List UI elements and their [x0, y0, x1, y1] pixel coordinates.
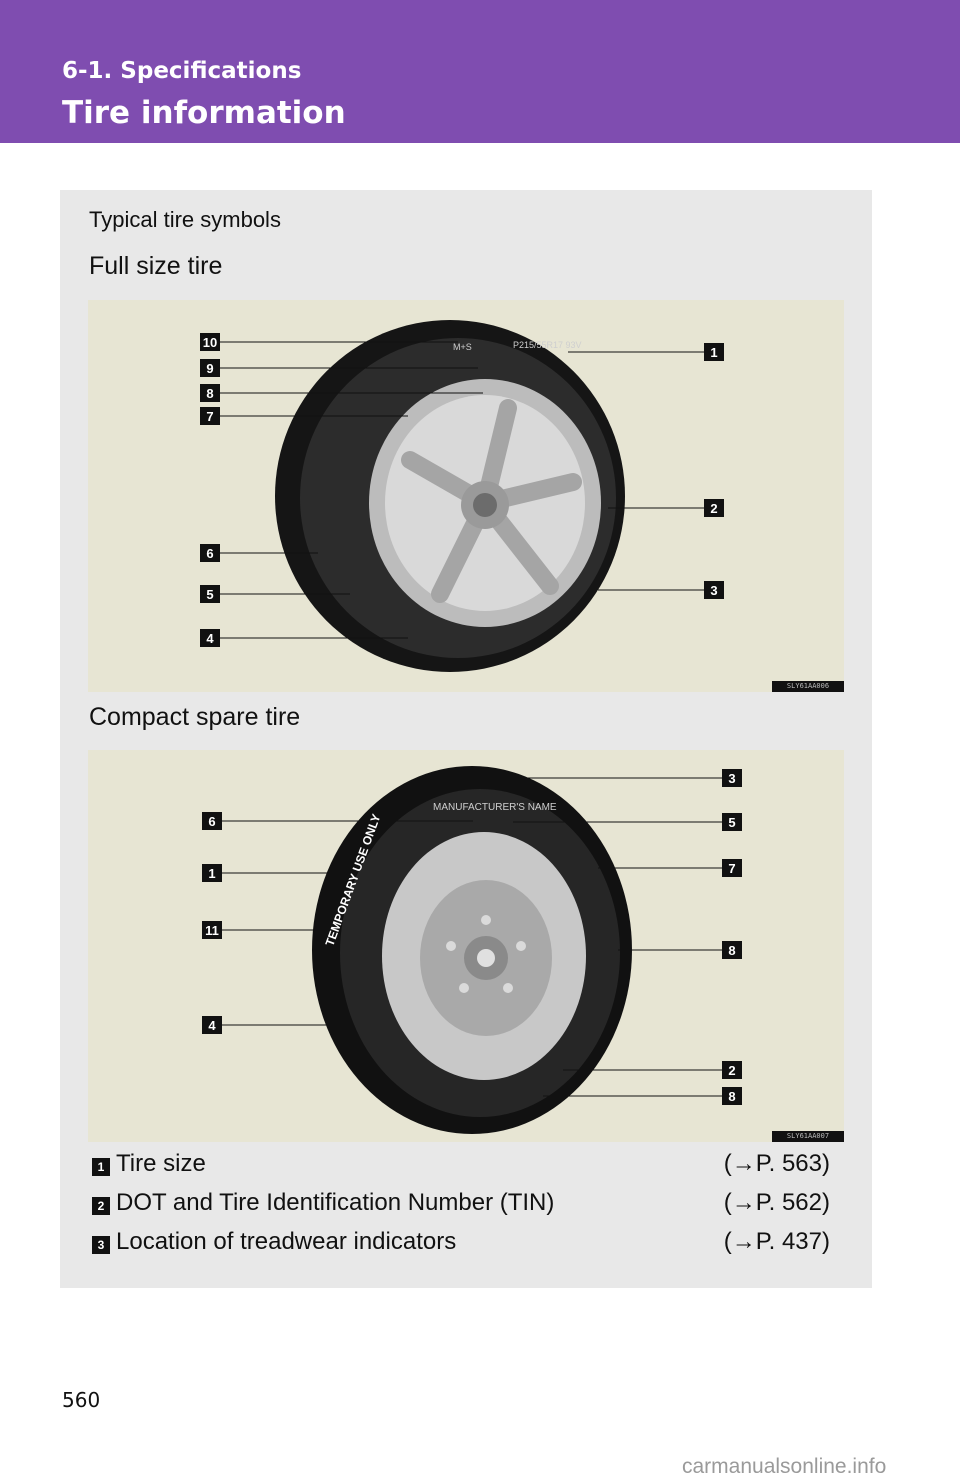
callout-number: 5 — [206, 587, 213, 602]
callout-badge: 8 — [200, 384, 220, 402]
callout-number: 4 — [206, 631, 214, 646]
legend-row: 2 DOT and Tire Identification Number (TI… — [92, 1189, 830, 1223]
page-reference: (→P. 562) — [723, 1189, 830, 1216]
callout-number: 1 — [208, 866, 215, 881]
callout-number: 10 — [203, 335, 217, 350]
page-reference: (→P. 563) — [723, 1150, 830, 1177]
callout-number: 7 — [728, 861, 735, 876]
compact-spare-heading: Compact spare tire — [89, 703, 301, 731]
callout-number: 6 — [206, 546, 213, 561]
callout-number: 2 — [728, 1063, 735, 1078]
page-number: 560 — [62, 1388, 101, 1412]
callout-number: 2 — [710, 501, 717, 516]
callout-badge: 4 — [200, 629, 220, 647]
compact-spare-tire-illustration: MANUFACTURER'S NAME TEMPORARY USE ONLY 6… — [88, 750, 844, 1142]
svg-text:MANUFACTURER'S NAME: MANUFACTURER'S NAME — [433, 802, 557, 813]
callout-number: 8 — [728, 943, 735, 958]
compact-spare-tire-drawing: MANUFACTURER'S NAME TEMPORARY USE ONLY 6… — [202, 766, 742, 1134]
callout-badge: 8 — [722, 941, 742, 959]
legend-number: 1 — [92, 1158, 110, 1176]
callout-number: 4 — [208, 1018, 216, 1033]
legend-text: Tire size — [116, 1150, 206, 1177]
callout-badge: 5 — [200, 585, 220, 603]
callout-badge: 1 — [704, 343, 724, 361]
compact-spare-image-code: SLY61AA007 — [772, 1131, 844, 1142]
legend-number: 3 — [92, 1236, 110, 1254]
callout-badge: 3 — [704, 581, 724, 599]
callout-number: 3 — [710, 583, 717, 598]
callout-badge: 10 — [200, 333, 220, 351]
callout-number: 3 — [728, 771, 735, 786]
watermark: carmanualsonline.info — [682, 1455, 887, 1478]
intro-label: Typical tire symbols — [89, 207, 281, 232]
svg-text:M+S: M+S — [453, 342, 472, 352]
callout-badge: 8 — [722, 1087, 742, 1105]
callout-number: 6 — [208, 814, 215, 829]
callout-badge: 7 — [722, 859, 742, 877]
callout-badge: 6 — [202, 812, 222, 830]
callout-number: 8 — [728, 1089, 735, 1104]
legend-number: 2 — [92, 1197, 110, 1215]
callout-number: 11 — [205, 923, 219, 938]
full-size-image-code: SLY61AA006 — [772, 681, 844, 692]
callout-badge: 2 — [704, 499, 724, 517]
legend-row: 3 Location of treadwear indicators (→P. … — [92, 1228, 830, 1262]
page-title: Tire information — [62, 95, 346, 131]
full-size-tire-illustration: M+S P215/55R17 93V 10 9 8 7 6 5 4 1 2 3 SLY61AA00… — [88, 300, 844, 692]
callout-badge: 11 — [202, 921, 222, 939]
callout-number: 1 — [710, 345, 717, 360]
svg-text:P215/55R17 93V: P215/55R17 93V — [513, 340, 582, 350]
callout-number: 9 — [206, 361, 213, 376]
callout-badge: 1 — [202, 864, 222, 882]
full-size-heading: Full size tire — [89, 252, 223, 280]
callout-number: 5 — [728, 815, 735, 830]
legend-row: 1 Tire size (→P. 563) — [92, 1150, 830, 1184]
full-size-tire-drawing: M+S P215/55R17 93V 10 9 8 7 6 5 4 1 2 3 — [200, 320, 724, 672]
callout-number: 8 — [206, 386, 213, 401]
legend-text: Location of treadwear indicators — [116, 1228, 457, 1255]
callout-number: 7 — [206, 409, 213, 424]
callout-badge: 7 — [200, 407, 220, 425]
legend-text: DOT and Tire Identification Number (TIN) — [116, 1189, 555, 1216]
chapter-header: 6-1. Specifications Tire information — [0, 0, 960, 143]
callout-badge: 6 — [200, 544, 220, 562]
callout-badge: 4 — [202, 1016, 222, 1034]
callout-badge: 3 — [722, 769, 742, 787]
page-reference: (→P. 437) — [723, 1228, 830, 1255]
section-label: 6-1. Specifications — [62, 58, 302, 84]
callout-badge: 2 — [722, 1061, 742, 1079]
callout-badge: 9 — [200, 359, 220, 377]
callout-badge: 5 — [722, 813, 742, 831]
